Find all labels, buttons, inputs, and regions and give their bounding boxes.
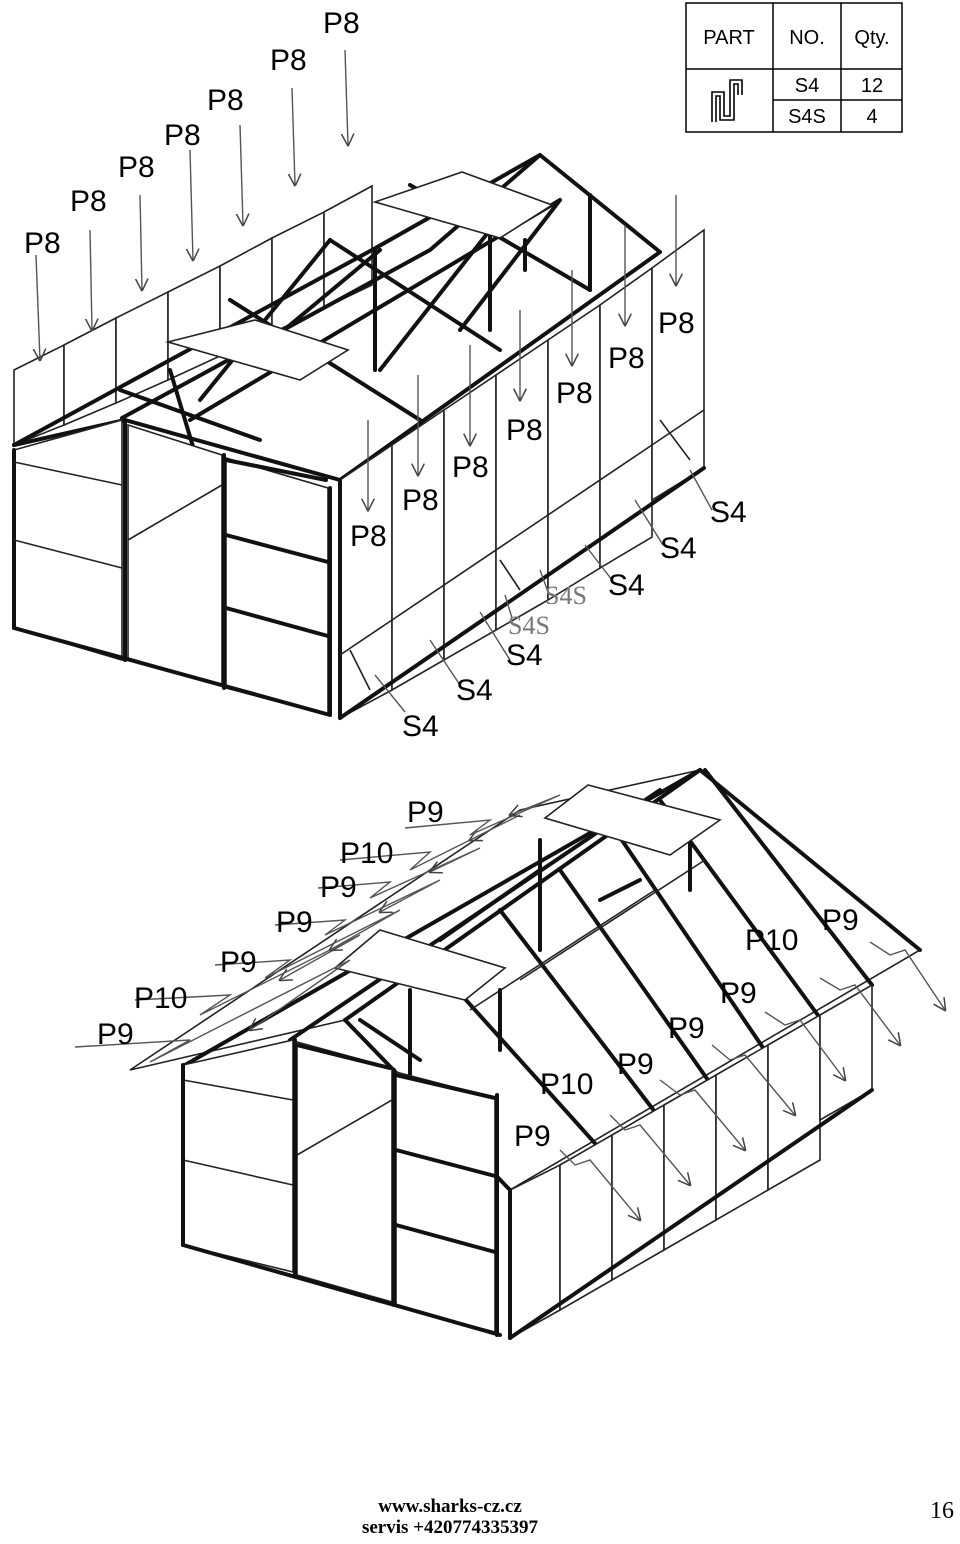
label-p9: P9 bbox=[617, 1048, 654, 1081]
label-p8: P8 bbox=[70, 185, 107, 218]
parts-table: PART NO. Qty. S4 12 S4S 4 bbox=[685, 2, 903, 133]
label-p8: P8 bbox=[556, 377, 593, 410]
label-p8: P8 bbox=[350, 520, 387, 553]
label-p9: P9 bbox=[668, 1012, 705, 1045]
bottom-greenhouse: P9 P10 P9 P9 P9 P10 P9 P9 P10 P9 P9 P9 P… bbox=[74, 768, 945, 1340]
label-p8: P8 bbox=[323, 7, 360, 40]
label-s4: S4 bbox=[456, 674, 493, 707]
label-p9: P9 bbox=[514, 1120, 551, 1153]
label-p10: P10 bbox=[745, 924, 798, 957]
label-s4: S4 bbox=[710, 496, 747, 529]
label-p9: P9 bbox=[97, 1018, 134, 1051]
top-greenhouse: P8 P8 P8 P8 P8 P8 P8 P8 P8 P8 P8 P8 P8 P… bbox=[12, 7, 747, 743]
label-p10: P10 bbox=[134, 982, 187, 1015]
label-s4: S4 bbox=[506, 639, 543, 672]
page-number: 16 bbox=[930, 1498, 954, 1524]
label-p8: P8 bbox=[118, 151, 155, 184]
label-s4: S4 bbox=[402, 710, 439, 743]
bottom-front-end bbox=[181, 1038, 502, 1337]
label-p9: P9 bbox=[822, 904, 859, 937]
table-header-no: NO. bbox=[789, 27, 825, 49]
table-cell-no-s4: S4 bbox=[795, 75, 819, 97]
label-s4: S4 bbox=[608, 569, 645, 602]
table-cell-qty-s4: 12 bbox=[861, 75, 883, 97]
label-p8: P8 bbox=[452, 451, 489, 484]
table-header-qty: Qty. bbox=[854, 27, 889, 49]
roof-vent-left bbox=[333, 929, 507, 1001]
s4-leaders bbox=[374, 469, 713, 713]
roof-vent-right bbox=[372, 171, 554, 239]
label-s4s: S4S bbox=[545, 581, 587, 610]
label-s4: S4 bbox=[660, 532, 697, 565]
label-p9: P9 bbox=[276, 906, 313, 939]
p9-p10-arrows bbox=[74, 794, 945, 1220]
p8-arrows bbox=[36, 49, 676, 510]
table-cell-no-s4s: S4S bbox=[788, 106, 826, 128]
bottom-right-walls bbox=[508, 983, 874, 1340]
roof-vent-left bbox=[164, 319, 350, 381]
label-s4s: S4S bbox=[508, 611, 550, 640]
label-p9: P9 bbox=[220, 946, 257, 979]
table-cell-qty-s4s: 4 bbox=[866, 106, 877, 128]
label-p8: P8 bbox=[270, 44, 307, 77]
website-link[interactable]: www.sharks-cz.cz bbox=[378, 1496, 522, 1517]
left-wall-panels bbox=[13, 184, 373, 447]
s4-clip-icon bbox=[711, 79, 743, 122]
label-p9: P9 bbox=[407, 796, 444, 829]
label-p8: P8 bbox=[24, 227, 61, 260]
label-p10: P10 bbox=[540, 1068, 593, 1101]
label-p9: P9 bbox=[720, 977, 757, 1010]
label-p8: P8 bbox=[402, 484, 439, 517]
footer: www.sharks-cz.cz servis +420774335397 bbox=[340, 1496, 560, 1538]
right-wall-panels bbox=[338, 228, 706, 720]
table-header-part: PART bbox=[703, 27, 755, 49]
label-p8: P8 bbox=[608, 342, 645, 375]
service-phone: servis +420774335397 bbox=[361, 1517, 538, 1538]
label-p8: P8 bbox=[164, 119, 201, 152]
roof-vent-right bbox=[543, 784, 722, 856]
top-front-end bbox=[12, 418, 332, 717]
label-p8: P8 bbox=[658, 307, 695, 340]
label-p8: P8 bbox=[506, 414, 543, 447]
label-p8: P8 bbox=[207, 84, 244, 117]
label-p10: P10 bbox=[340, 837, 393, 870]
label-p9: P9 bbox=[320, 871, 357, 904]
